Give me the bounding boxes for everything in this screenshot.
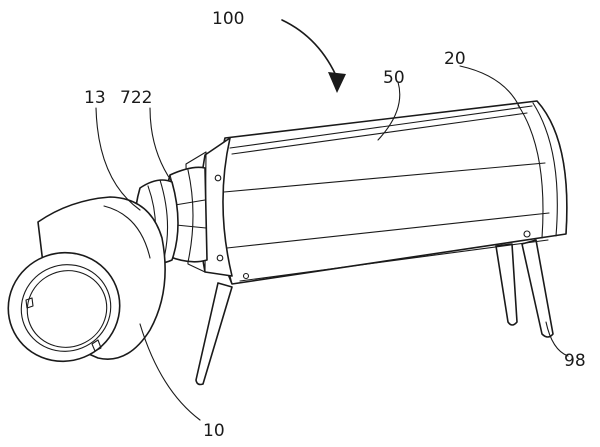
reference-numerals: 100 20 50 13 722 10 98 xyxy=(84,9,586,441)
leader-50 xyxy=(377,81,401,141)
leader-100 xyxy=(281,19,339,81)
label-98: 98 xyxy=(564,351,586,371)
label-722: 722 xyxy=(120,88,152,108)
label-20: 20 xyxy=(444,49,466,69)
label-10: 10 xyxy=(203,421,225,441)
arrowhead-100-icon xyxy=(328,72,346,93)
leader-20 xyxy=(459,65,521,109)
rear-leg xyxy=(495,243,518,326)
main-body-cylinder xyxy=(215,100,568,285)
lamp-head xyxy=(7,196,166,363)
leader-13 xyxy=(95,107,141,211)
leader-98 xyxy=(545,321,569,357)
label-100: 100 xyxy=(212,9,244,29)
label-50: 50 xyxy=(383,68,405,88)
label-13: 13 xyxy=(84,88,106,108)
leader-10 xyxy=(139,323,201,421)
leader-lines xyxy=(95,19,569,421)
leader-722 xyxy=(149,107,173,183)
front-right-leg xyxy=(521,239,554,338)
front-left-leg xyxy=(195,282,233,386)
